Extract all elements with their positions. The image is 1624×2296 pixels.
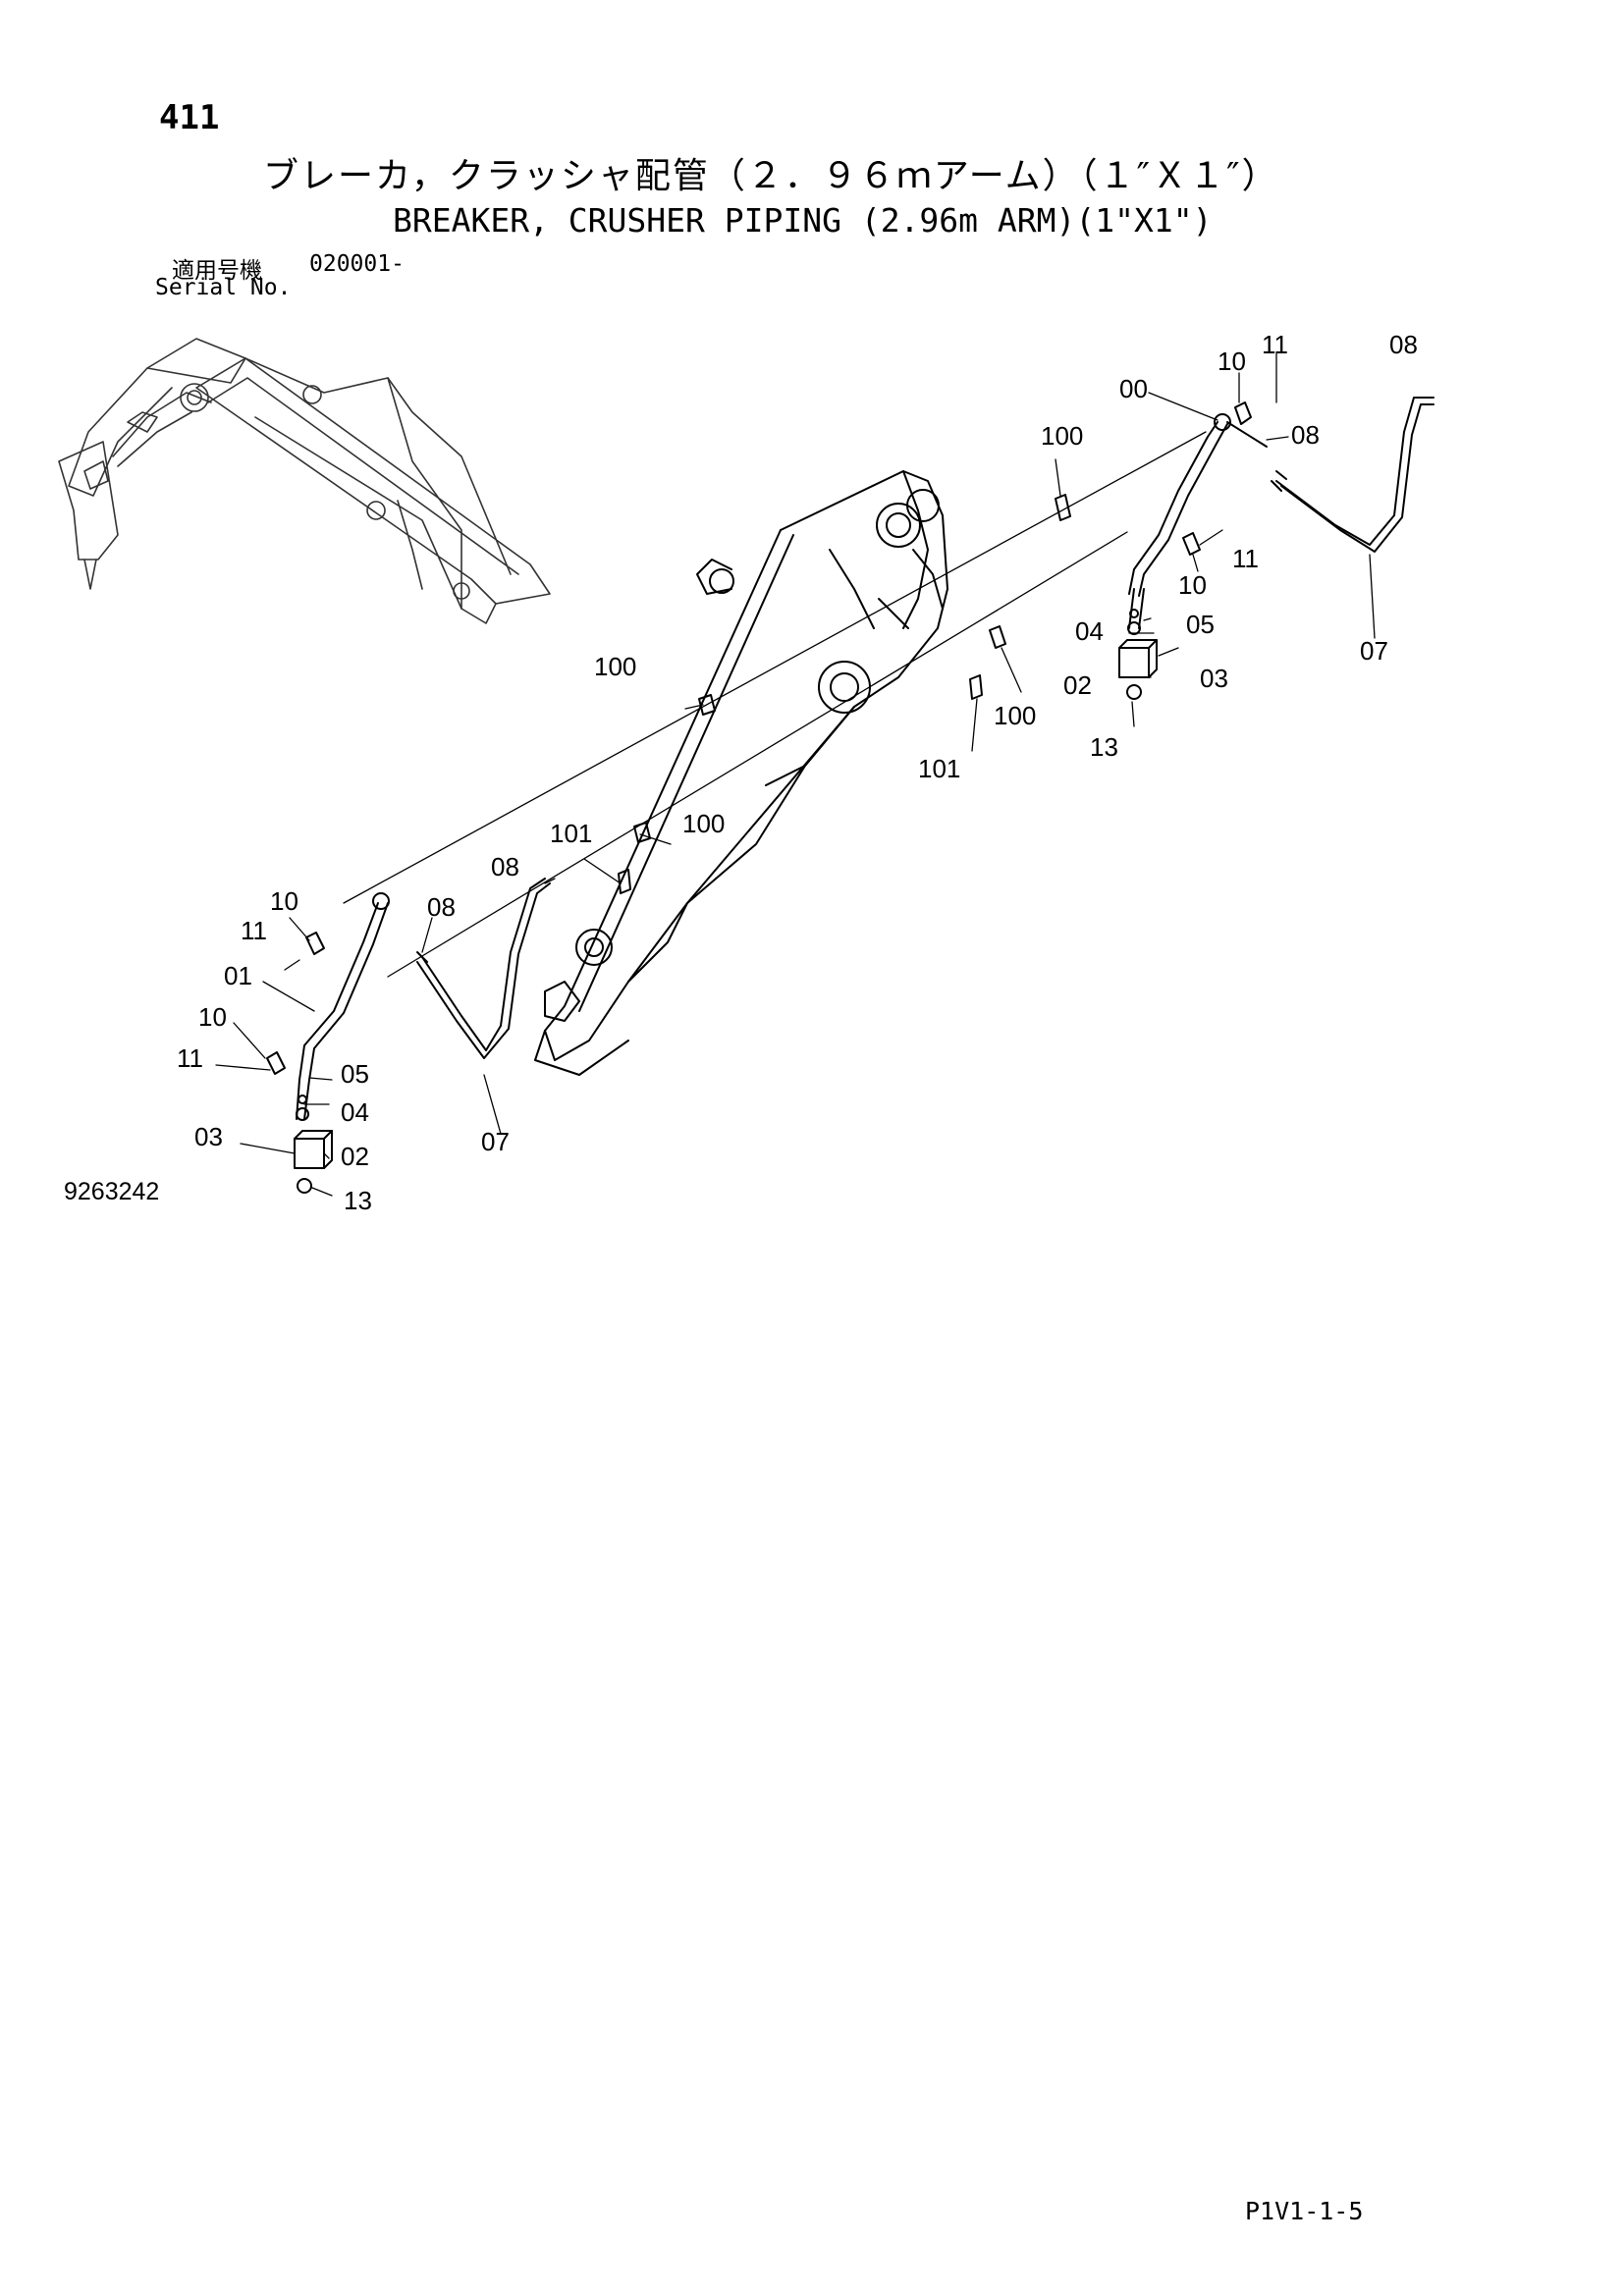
callout-label: 100 (594, 652, 636, 681)
callout-label: 05 (1186, 610, 1215, 639)
drawing-number: 9263242 (64, 1178, 160, 1205)
callout-label: 13 (344, 1186, 372, 1215)
callout-label: 03 (1200, 664, 1228, 693)
leader-lines (215, 352, 1376, 1197)
reference-lines (343, 431, 1207, 978)
title-japanese: ブレーカ，クラッシャ配管（２．９６ｍアーム）（１″Ｘ１″） (263, 156, 1279, 196)
callout-label: 00 (1119, 374, 1148, 403)
callout-label: 101 (550, 819, 592, 848)
callout-label: 100 (994, 701, 1036, 730)
callout-label: 04 (1075, 616, 1104, 646)
callout-label: 03 (194, 1122, 223, 1151)
callout-label: 10 (198, 1002, 227, 1032)
callout-label: 08 (1291, 420, 1320, 450)
callout-label: 11 (177, 1043, 203, 1073)
callout-label: 101 (918, 754, 960, 783)
piping (296, 397, 1435, 1120)
callout-label: 100 (682, 809, 725, 838)
callout-label: 08 (427, 892, 456, 922)
title-english: BREAKER, CRUSHER PIPING (2.96m ARM)(1"X1… (393, 201, 1213, 240)
callout-label: 10 (270, 886, 298, 916)
callout-label: 01 (224, 961, 252, 990)
callout-label: 04 (341, 1097, 369, 1127)
callout-label: 07 (481, 1127, 510, 1156)
callout-label: 10 (1178, 570, 1207, 600)
page-number: 411 (159, 98, 220, 137)
callout-label: 08 (1389, 330, 1418, 359)
serial-number-value: 020001- (309, 251, 405, 277)
callout-label: 11 (241, 916, 267, 945)
machine-overview-inset (58, 338, 551, 624)
fittings (266, 401, 1287, 1194)
callout-label: 02 (341, 1142, 369, 1171)
callout-label: 02 (1063, 670, 1092, 700)
callout-label: 08 (491, 852, 519, 881)
callout-label: 13 (1090, 732, 1118, 762)
callout-label: 10 (1218, 347, 1246, 376)
callout-labels: 10 11 08 00 08 100 11 10 07 05 04 03 02 … (177, 330, 1418, 1215)
page-reference: P1V1-1-5 (1245, 2197, 1364, 2225)
arm-body (534, 470, 948, 1076)
callout-label: 11 (1262, 330, 1288, 359)
serial-label-english: Serial No. (155, 275, 292, 300)
callout-label: 05 (341, 1059, 369, 1089)
serial-label-japanese: 適用号機 (172, 258, 262, 284)
callout-label: 100 (1041, 421, 1083, 451)
callout-label: 07 (1360, 636, 1388, 666)
callout-label: 11 (1232, 544, 1259, 573)
